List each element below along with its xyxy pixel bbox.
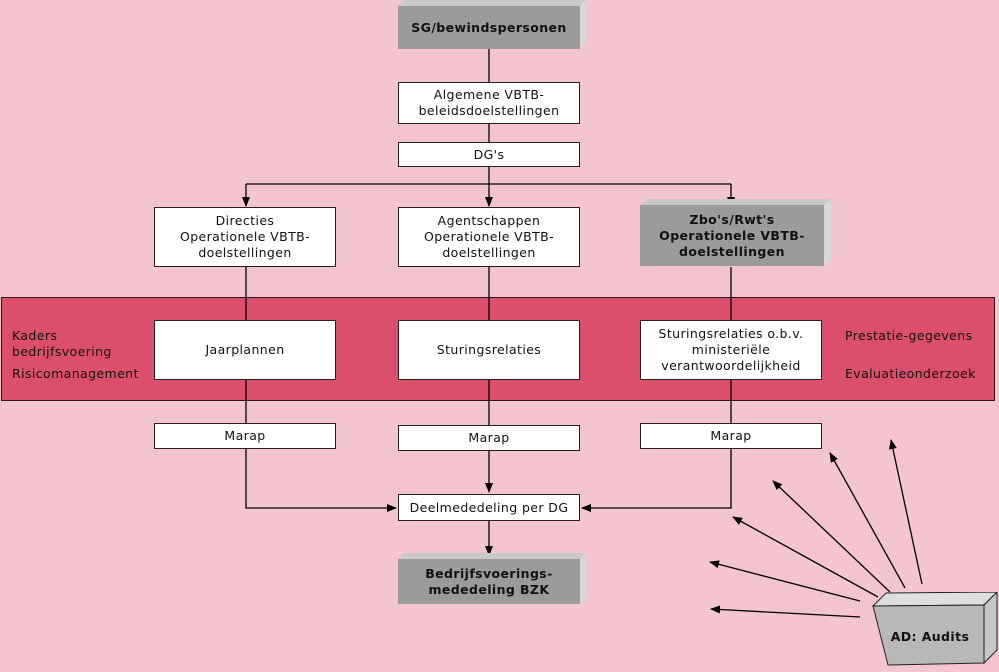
box-bedrijfsvoeringsmededeling: Bedrijfsvoerings- mededeling BZK — [398, 559, 580, 604]
box-sg-bewindspersonen: SG/bewindspersonen — [398, 6, 580, 49]
box-jaarplannen: Jaarplannen — [154, 320, 336, 380]
box-zbos-rwts: Zbo's/Rwt's Operationele VBTB- doelstell… — [640, 205, 824, 266]
box-marap-right: Marap — [640, 423, 822, 449]
box-directies: Directies Operationele VBTB- doelstellin… — [154, 207, 336, 267]
box-agentschappen: Agentschappen Operationele VBTB- doelste… — [398, 207, 580, 267]
label-kaders-bedrijfsvoering: Kaders bedrijfsvoering — [12, 328, 112, 359]
box-audits-shape — [871, 592, 998, 666]
label-evaluatieonderzoek: Evaluatieonderzoek — [845, 366, 976, 381]
box-sturingsrelaties-obv: Sturingsrelaties o.b.v. ministeriële ver… — [640, 320, 822, 380]
box-deelmededeling: Deelmededeling per DG — [398, 494, 580, 521]
box-marap-middle: Marap — [398, 425, 580, 451]
box-algemene-doelstellingen: Algemene VBTB- beleidsdoelstellingen — [398, 82, 580, 124]
box-marap-left: Marap — [154, 423, 336, 449]
box-sturingsrelaties: Sturingsrelaties — [398, 320, 580, 380]
label-risicomanagement: Risicomanagement — [12, 366, 139, 381]
label-prestatie-gegevens: Prestatie-gegevens — [845, 328, 973, 343]
box-ad-audits: AD: Audits — [890, 629, 970, 644]
box-dgs: DG's — [398, 142, 580, 167]
